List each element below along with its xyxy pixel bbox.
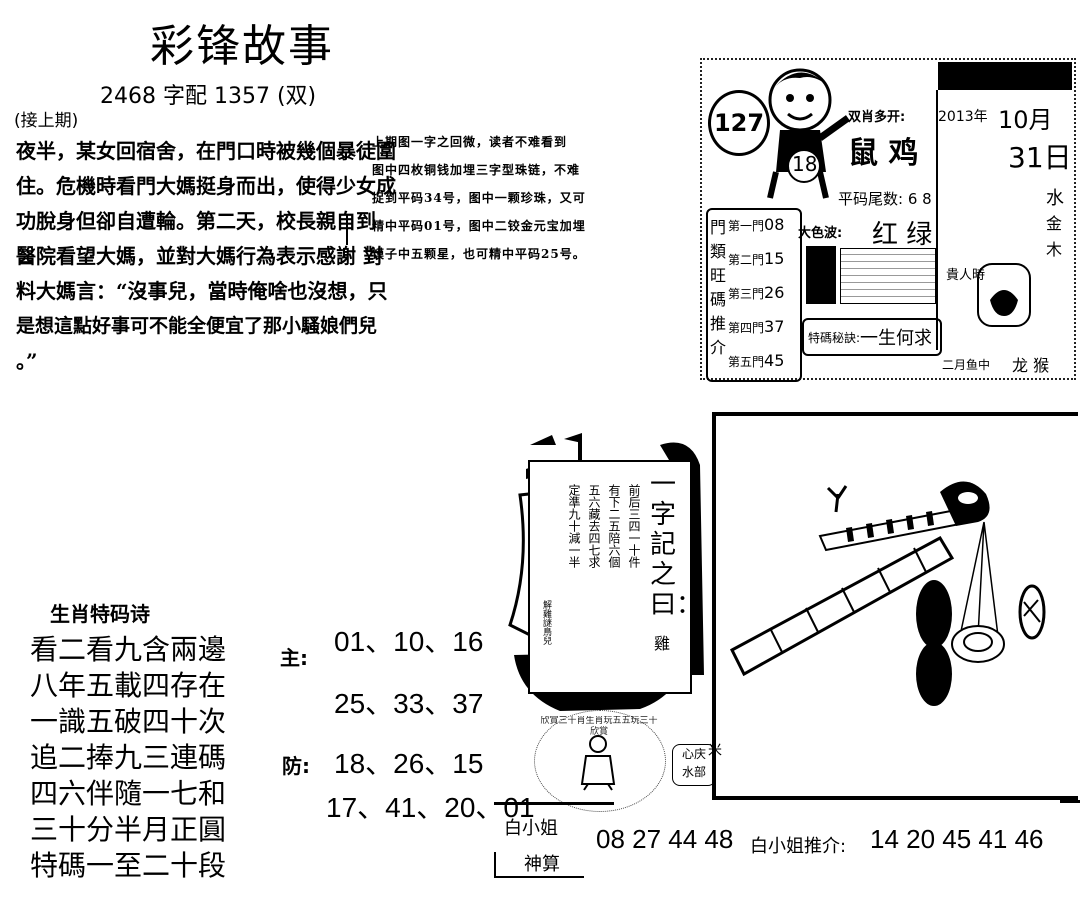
bottom-bracket-base [494, 876, 584, 878]
date-day: 31日 [1008, 141, 1072, 174]
footer-right: 龙 猴 [1012, 356, 1050, 375]
side-char: 水 [1046, 188, 1064, 209]
continued-label: (接上期) [14, 111, 79, 131]
recommend-nums: 14 20 45 41 46 [870, 824, 1044, 854]
scroll-verse: 前后三四一十件 有下二五陪六個 五六藏去四七求 定準九十減一半 [564, 484, 644, 644]
black-block [806, 246, 836, 304]
note-line: 馍子中五颗星，也可精中平码25号。 [372, 247, 586, 261]
stamp-ring-text: 欣賞三十肖生肖玩五五玩三十欣賞 [540, 716, 658, 737]
defense-nums: 17、41、20、01 [326, 792, 535, 823]
special-box: 特碼秘訣: 一生何求 [802, 318, 942, 356]
poem-line: 一識五破四十次 [30, 705, 227, 738]
special-label: 特碼秘訣: [808, 330, 861, 345]
scroll-author: 解雞謎鳥兒 [541, 600, 551, 645]
story-line: 。” [16, 349, 38, 373]
note-line: 精中平码01号，图中二铰金元宝加埋 [372, 219, 586, 233]
bottom-nums: 08 27 44 48 [596, 824, 734, 854]
scholar-figure-icon [580, 735, 616, 791]
date-header-bar [938, 62, 1072, 90]
note-line: 上期图一字之回微，读者不难看到 [372, 135, 568, 149]
circle-stamp [534, 710, 666, 812]
zodiac-label: 双肖多开: [848, 110, 906, 125]
defense-nums: 18、26、15 [334, 748, 484, 779]
story-line: 料大媽言：“沒事兒，當時俺啥也沒想，只 [16, 279, 388, 303]
door-row: 第三門26 [728, 283, 785, 302]
door-list: 第一門08 第二門15 第三門26 第四門37 第五門45 [728, 208, 796, 378]
picture-panel [712, 412, 1078, 800]
story-line: 醫院看望大媽，並對大媽行為表示感謝 對 [16, 244, 383, 268]
story-line: 是想這點好事可不能全便宜了那小騷娘們兒 [16, 315, 378, 337]
poem-title: 生肖特码诗 [50, 602, 150, 626]
poem-line: 八年五載四存在 [30, 669, 227, 702]
issue-badge: 127 [708, 90, 770, 156]
note-line: 捉到平码34号，图中一颗珍珠，又可 [372, 191, 586, 205]
story-line: 夜半，某女回宿舍，在門口時被幾個暴徒圍 [16, 139, 396, 163]
bottom-bracket [494, 852, 496, 878]
recommend-label: 白小姐推介: [750, 836, 847, 857]
fortune-figure-icon [977, 263, 1031, 327]
story-text: 夜半，某女回宿舍，在門口時被幾個暴徒圍 住。危機時看門大媽挺身而出，使得少女成 … [16, 134, 396, 379]
main-label: 主: [280, 646, 308, 670]
divider-mark [346, 215, 348, 245]
bottom-bar-line [494, 802, 614, 805]
side-char: 金 [1046, 214, 1063, 233]
special-value: 一生何求 [860, 328, 933, 349]
footer-left: 二月鱼中 [942, 358, 991, 372]
side-label: 貴人時 [946, 268, 986, 283]
door-row: 第一門08 [728, 215, 785, 234]
door-panel [706, 208, 802, 382]
pair-line: 2468 字配 1357 (双) [100, 84, 317, 109]
main-nums: 25、33、37 [334, 688, 484, 719]
stamp-box-line: 水部 [681, 765, 706, 779]
puzzle-picture-icon [730, 481, 1046, 706]
mantissa-label: 平码尾数: 6 8 [838, 190, 932, 208]
page-title: 彩锋故事 [150, 21, 334, 72]
issue-number: 127 [713, 109, 765, 137]
note-line: 图中四枚铜钱加埋三字型珠链，不难 [372, 163, 581, 177]
cartoon-boy-icon [767, 68, 851, 199]
notice-box [840, 248, 936, 304]
color-label: 大色波: [798, 226, 843, 241]
scroll-paper [528, 460, 692, 694]
poem-line: 特碼一至二十段 [30, 849, 227, 882]
date-year: 2013年 [938, 109, 988, 125]
story-line: 功脫身但卻自遭輪。第二天，校長親自到 [16, 209, 376, 233]
poem-line: 四六伴隨一七和 [30, 777, 227, 810]
poem-line: 追二捧九三連碼 [30, 741, 227, 774]
bottom-name: 白小姐 [504, 818, 558, 839]
info-card: 127 18 双肖多开: 鼠 鸡 平码尾数: 6 8 大色波: 红 绿 門類旺碼… [700, 58, 1076, 382]
verse-line: 有下二五陪六個 [607, 484, 621, 568]
date-month: 10月 [998, 106, 1053, 134]
door-row: 第二門15 [728, 249, 785, 268]
stamp-box-line: 心庆 [681, 747, 706, 761]
defense-label: 防: [282, 754, 310, 778]
door-row: 第五門45 [728, 351, 785, 370]
scroll-answer: 雞 [654, 634, 671, 653]
zodiac-value: 鼠 鸡 [848, 136, 919, 171]
main-nums: 01、10、16 [334, 626, 484, 657]
story-line: 住。危機時看門大媽挺身而出，使得少女成 [16, 174, 396, 198]
badge-number: 18 [792, 152, 818, 176]
bottom-subname: 神算 [524, 854, 560, 875]
side-char: 木 [1046, 240, 1063, 259]
poem-line: 三十分半月正圓 [30, 813, 227, 846]
verse-line: 定準九十減一半 [567, 484, 581, 568]
bottom-right-line [1060, 800, 1080, 803]
card-divider [936, 90, 938, 350]
verse-line: 前后三四一十件 [627, 484, 641, 568]
door-row: 第四門37 [728, 317, 785, 336]
hint-note: 上期图一字之回微，读者不难看到 图中四枚铜钱加埋三字型珠链，不难 捉到平码34号… [372, 128, 662, 268]
verse-line: 五六藏去四七求 [587, 484, 601, 568]
door-title: 門類旺碼推介 [710, 218, 727, 357]
poem-verse: 看二看九含兩邊 八年五載四存在 一識五破四十次 追二捧九三連碼 四六伴隨一七和 … [30, 632, 226, 884]
scroll-title: 一字記之曰： [650, 470, 703, 620]
color-value: 红 绿 [872, 220, 933, 250]
poem-line: 看二看九含兩邊 [30, 633, 227, 666]
